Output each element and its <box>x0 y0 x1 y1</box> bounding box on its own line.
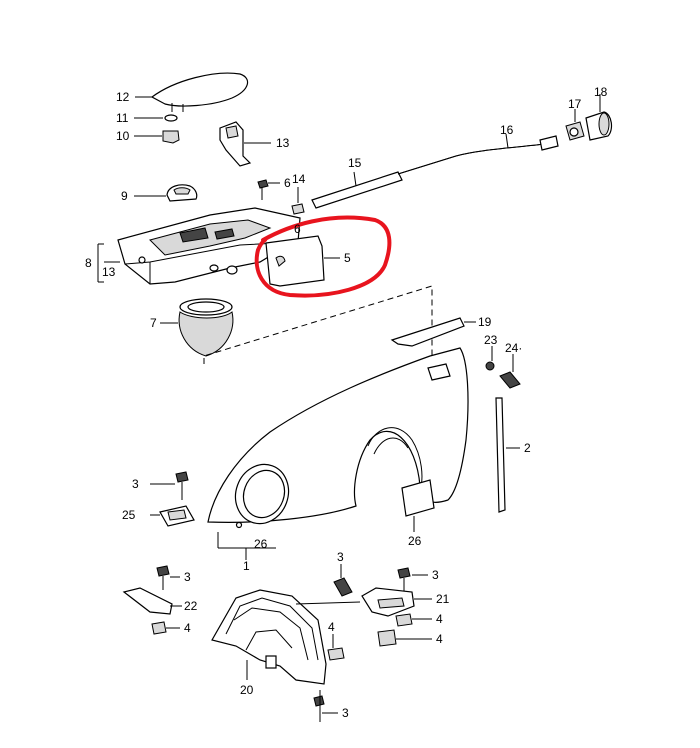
label-11: 11 <box>116 111 129 125</box>
label-26-bottom: 26 <box>254 537 268 551</box>
label-4-left: 4 <box>184 621 191 635</box>
label-4-bottom: 4 <box>328 620 335 634</box>
part-10-nut <box>134 130 180 144</box>
part-20-liner <box>211 589 361 685</box>
part-23-washer <box>485 346 495 371</box>
label-3-lower-left: 3 <box>184 570 191 584</box>
label-23: 23 <box>484 333 498 347</box>
label-3-center: 3 <box>337 550 344 564</box>
label-19: 19 <box>478 315 492 329</box>
part-3-bolt-lower-left <box>156 565 180 590</box>
highlight-circle <box>254 215 392 298</box>
part-6-screw-upper <box>257 179 280 200</box>
part-3-bolt-right <box>397 567 428 594</box>
label-4-right-upper: 4 <box>436 612 443 626</box>
part-22-bracket <box>122 587 182 615</box>
label-13-lower: 13 <box>102 265 116 279</box>
label-18: 18 <box>594 85 608 99</box>
part-3-bolt-upper <box>150 471 189 500</box>
label-25: 25 <box>122 508 136 522</box>
part-19-seal-strip <box>390 317 476 347</box>
part-17-grommet <box>565 109 585 141</box>
label-8: 8 <box>85 256 92 270</box>
label-3-upper-left: 3 <box>132 477 139 491</box>
part-26-bracket <box>401 479 435 532</box>
label-22: 22 <box>184 599 198 613</box>
label-16: 16 <box>500 123 514 137</box>
part-16-cable <box>397 133 559 175</box>
part-3-bolt-bottom <box>313 690 338 722</box>
label-4-right-lower: 4 <box>436 632 443 646</box>
part-3-bolt-center <box>333 564 353 597</box>
label-3-right: 3 <box>432 568 439 582</box>
part-5-cover-panel <box>265 235 340 287</box>
part-4-nut-right-upper <box>395 613 432 627</box>
label-9: 9 <box>121 189 128 203</box>
label-20: 20 <box>240 683 254 697</box>
part-4-nut-bottom <box>327 634 345 661</box>
part-7-filler-seal <box>160 298 234 357</box>
label-7: 7 <box>150 316 157 330</box>
part-24-screw <box>499 354 521 389</box>
part-4-nut-right-lower <box>377 629 432 647</box>
label-6-lower: 6 <box>294 222 301 236</box>
part-21-bracket <box>361 587 432 617</box>
label-24: 24· <box>505 341 522 355</box>
part-1-fender <box>207 347 469 560</box>
part-9-grommet <box>134 184 198 202</box>
part-15-rod <box>311 171 403 209</box>
label-15: 15 <box>348 156 362 170</box>
part-8-trunk-tray <box>97 207 301 285</box>
label-5: 5 <box>344 251 351 265</box>
part-25-clip <box>150 505 195 527</box>
label-1: 1 <box>243 559 250 573</box>
label-12: 12 <box>116 90 130 104</box>
label-3-bottom: 3 <box>342 706 349 720</box>
part-11-washer <box>134 114 178 122</box>
label-2: 2 <box>524 441 531 455</box>
part-12-cushion <box>135 72 249 112</box>
label-26-right: 26 <box>408 534 422 548</box>
part-18-knob <box>585 94 613 141</box>
label-13-upper: 13 <box>276 136 290 150</box>
assembly-line-left <box>203 285 433 368</box>
label-10: 10 <box>116 129 130 143</box>
part-2-seal <box>495 397 520 513</box>
part-14-bolt <box>291 187 305 215</box>
label-14: 14 <box>292 172 306 186</box>
part-13-lock-bracket <box>219 121 271 167</box>
callout-labels: 12 11 10 13 9 6 14 15 16 17 18 6 5 8 13 … <box>85 85 608 720</box>
part-4-nut-left <box>151 621 180 635</box>
label-6-upper: 6 <box>284 176 291 190</box>
label-17: 17 <box>568 97 582 111</box>
label-21: 21 <box>436 592 450 606</box>
